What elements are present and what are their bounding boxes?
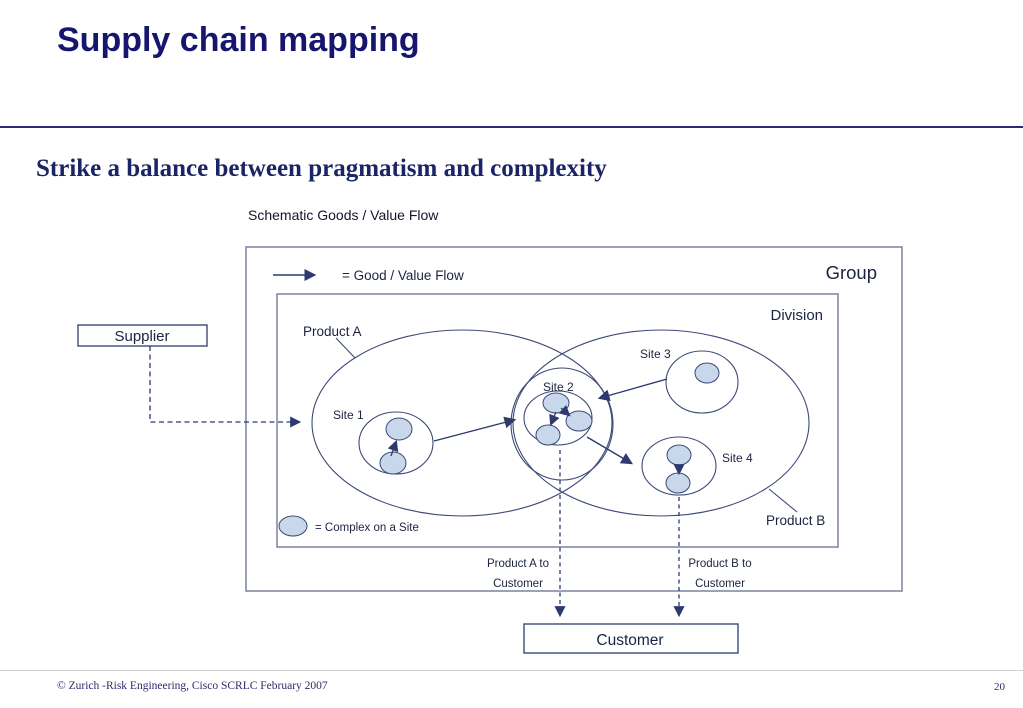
complex-node [666,444,692,466]
customer-label: Customer [596,632,663,649]
group-box [245,246,903,592]
customer-box [523,623,739,654]
footer-copyright: © Zurich -Risk Engineering, Cisco SCRLC … [57,680,328,692]
complex-legend-node [278,515,308,537]
slide-subtitle: Strike a balance between pragmatism and … [36,155,607,182]
site-2-internal-arrow [549,411,560,427]
flow-legend-label: = Good / Value Flow [342,268,464,283]
supplier-label: Supplier [114,328,169,345]
complex-node [694,362,720,384]
site-2-inner-ellipse [523,390,593,446]
footer-divider [0,670,1023,671]
flow-a-label-line2: Customer [493,578,543,590]
complex-node [535,424,561,446]
page-title: Supply chain mapping [57,21,420,59]
complex-node [565,410,593,432]
complex-node [542,392,570,414]
flow-arrow-site3-to-site2 [597,378,668,402]
product-a-ellipse [311,329,613,517]
complex-node [385,417,413,441]
complex-legend-label: = Complex on a Site [315,522,419,534]
flow-b-label-line1: Product B to [688,558,751,570]
diagram-caption: Schematic Goods / Value Flow [248,207,439,223]
title-divider [0,126,1023,128]
complex-node [665,472,691,494]
group-label: Group [826,262,877,283]
site-2-internal-arrow [558,405,571,417]
flow-b-label-line2: Customer [695,578,745,590]
site-1-label: Site 1 [333,408,364,422]
product-a-label: Product A [303,324,362,339]
division-box [276,293,839,548]
complex-node [379,451,407,475]
product-b-pointer-line [768,488,798,513]
site-4-ellipse [641,436,717,496]
page-number: 20 [994,681,1005,693]
product-a-pointer-line [335,337,356,359]
site-3-label: Site 3 [640,347,671,361]
supplier-box [77,324,208,347]
flow-a-label-line1: Product A to [487,558,549,570]
site-1-internal-arrow [387,439,399,457]
site-3-ellipse [665,350,739,414]
product-b-label: Product B [766,513,825,528]
division-label: Division [770,307,823,324]
flow-arrow-site1-to-site2 [433,416,517,442]
site-2-label: Site 2 [543,380,574,394]
site-4-label: Site 4 [722,451,753,465]
flow-arrow-site2-to-site4 [586,436,634,465]
